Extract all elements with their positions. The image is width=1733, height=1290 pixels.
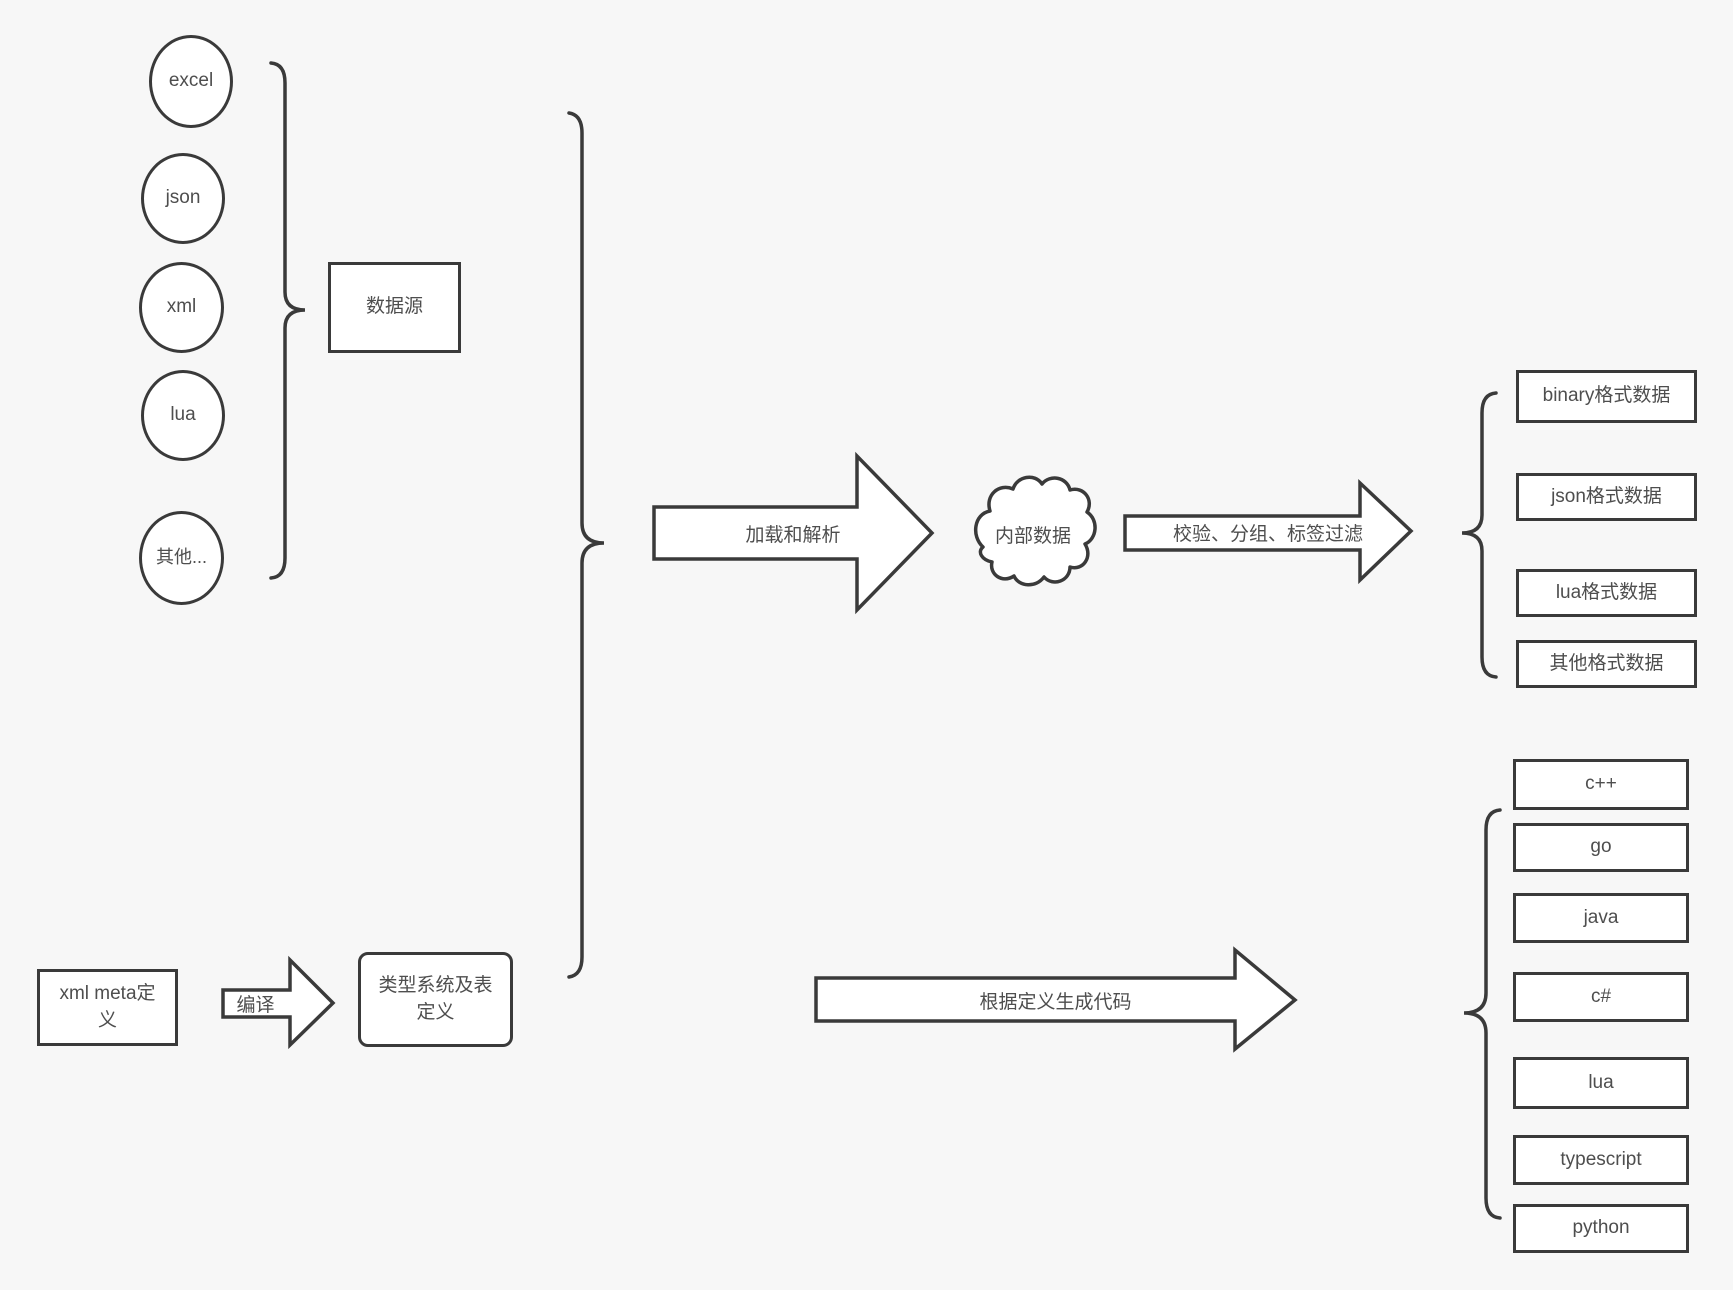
sources-brace: [269, 61, 306, 580]
pipeline-brace: [567, 111, 605, 979]
format-box-label: lua格式数据: [1555, 581, 1658, 603]
data-source-label: 数据源: [365, 296, 423, 318]
lang-box-lua: lua: [1513, 1057, 1689, 1109]
lang-box-python: python: [1513, 1204, 1689, 1253]
load-arrow-label: 加载和解析: [745, 524, 841, 546]
lang-box-label: go: [1590, 836, 1612, 858]
source-node-label: xml: [166, 296, 197, 318]
format-box-lua: lua格式数据: [1516, 569, 1697, 617]
source-node-excel: excel: [149, 35, 233, 128]
xml-meta-box: xml meta定义: [37, 969, 178, 1046]
format-box-others: 其他格式数据: [1516, 640, 1697, 688]
compile-arrow: [221, 955, 336, 1050]
lang-box-java: java: [1513, 893, 1689, 943]
lang-box-go: go: [1513, 823, 1689, 872]
data-source-box: 数据源: [328, 262, 461, 353]
filter-arrow-label: 校验、分组、标签过滤: [1172, 523, 1363, 545]
cloud-shape: [973, 475, 1097, 587]
source-node-label: json: [165, 187, 201, 209]
source-node-label: excel: [168, 70, 214, 92]
format-box-json: json格式数据: [1516, 473, 1697, 521]
lang-box-label: c++: [1585, 773, 1617, 795]
source-node-others: 其他...: [139, 511, 224, 605]
load-arrow: [652, 451, 935, 615]
xml-meta-label: xml meta定义: [59, 982, 156, 1031]
source-node-label: lua: [170, 404, 196, 426]
lang-box-label: typescript: [1560, 1148, 1642, 1170]
languages-brace: [1463, 808, 1502, 1220]
lang-box-csharp: c#: [1513, 972, 1689, 1022]
lang-box-label: java: [1583, 906, 1619, 928]
source-node-lua: lua: [141, 370, 225, 461]
lang-box-label: c#: [1590, 985, 1612, 1007]
compile-arrow-label: 编译: [236, 994, 275, 1016]
source-node-xml: xml: [139, 262, 224, 353]
filter-arrow: [1123, 478, 1414, 585]
codegen-arrow: [814, 946, 1298, 1053]
formats-brace: [1461, 391, 1498, 679]
source-node-label: 其他...: [155, 547, 207, 568]
cloud-label: 内部数据: [994, 525, 1071, 547]
lang-box-label: lua: [1588, 1071, 1614, 1093]
source-node-json: json: [141, 153, 225, 244]
lang-box-typescript: typescript: [1513, 1135, 1689, 1185]
format-box-label: 其他格式数据: [1549, 652, 1664, 674]
type-system-label: 类型系统及表定义: [378, 974, 493, 1023]
format-box-binary: binary格式数据: [1516, 370, 1697, 423]
type-system-box: 类型系统及表定义: [358, 952, 513, 1047]
lang-box-cpp: c++: [1513, 759, 1689, 810]
format-box-label: binary格式数据: [1542, 385, 1671, 407]
lang-box-label: python: [1572, 1217, 1630, 1239]
format-box-label: json格式数据: [1551, 485, 1662, 507]
codegen-arrow-label: 根据定义生成代码: [979, 991, 1132, 1013]
